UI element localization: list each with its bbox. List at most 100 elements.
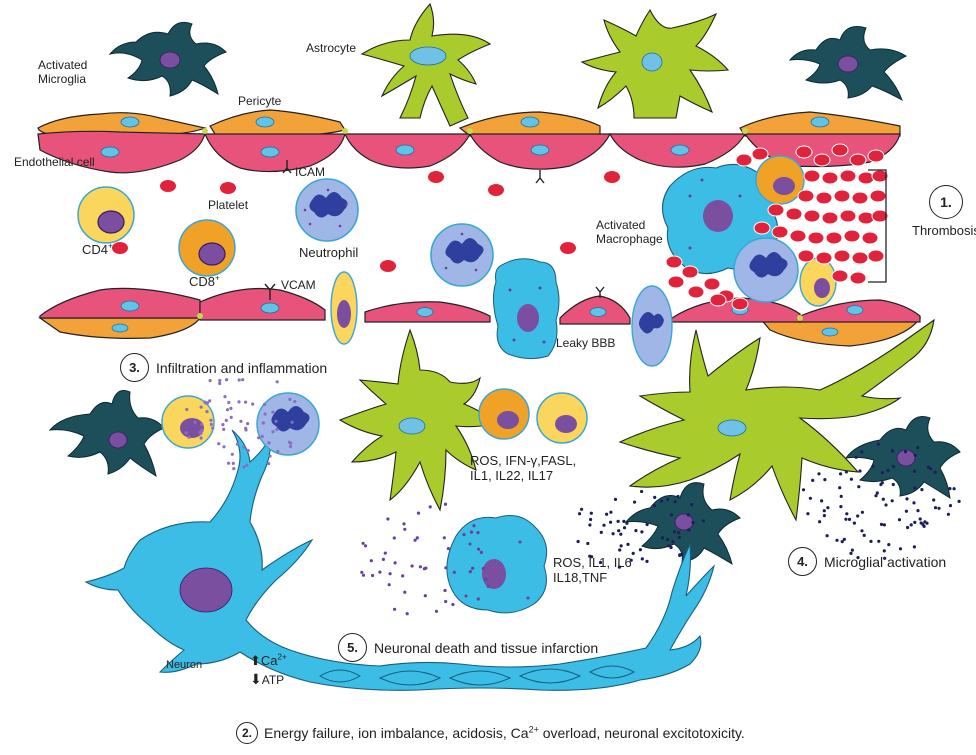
cytokine-dot: [625, 522, 628, 525]
cytokine-dot: [667, 544, 670, 547]
step-1-thrombosis: 1. Thrombosis: [912, 185, 976, 238]
cytokine-dot: [677, 531, 680, 534]
cytokine-dot: [393, 536, 396, 539]
cytokine-dot: [203, 401, 206, 404]
cytokine-dot: [845, 512, 848, 515]
cytokine-dot: [232, 467, 235, 470]
label-activated-macrophage-2: Macrophage: [596, 232, 663, 246]
step-2-number: 2.: [236, 722, 258, 744]
cytokine-dot: [855, 456, 858, 459]
cytokine-dot: [883, 523, 886, 526]
cytokine-dot: [453, 571, 456, 574]
label-platelet: Platelet: [208, 198, 248, 212]
cytokine-dot: [200, 436, 203, 439]
cytokine-dot: [470, 531, 473, 534]
astrocyte-top-center: [362, 4, 490, 126]
cytokine-dot: [949, 504, 952, 507]
cytokine-dot: [590, 512, 593, 515]
cytokine-dot: [614, 498, 617, 501]
cytokine-dot: [386, 517, 389, 520]
step-3-number: 3.: [120, 353, 149, 382]
cytokine-dot: [209, 419, 212, 422]
cytokine-dot: [958, 500, 961, 503]
cytokine-dot: [670, 513, 673, 516]
cytokine-dot: [605, 513, 608, 516]
cytokine-dot: [261, 435, 264, 438]
cytokine-dot: [218, 382, 221, 385]
cytokine-dot: [223, 395, 226, 398]
cytokine-dot: [622, 520, 625, 523]
cytokine-dot: [393, 608, 396, 611]
cytokine-dot: [406, 612, 409, 615]
cytokine-dot: [809, 497, 812, 500]
label-activated-microglia-1: Activated: [38, 58, 87, 72]
cytokine-dot: [444, 566, 447, 569]
cytokine-dot: [424, 594, 427, 597]
cytokine-dot: [919, 517, 922, 520]
cytokine-dot: [210, 423, 213, 426]
step-5-number: 5.: [338, 633, 367, 662]
cytokine-dot: [293, 400, 296, 403]
cytokine-dot: [853, 522, 856, 525]
parenchyma-t-cell-3: [537, 393, 587, 443]
cytokine-dot: [838, 486, 841, 489]
cytokine-dot: [876, 491, 879, 494]
cytokine-dot: [264, 412, 267, 415]
thrombus-neutrophil: [734, 238, 798, 302]
cytokine-dot: [247, 449, 250, 452]
label-neutrophil: Neutrophil: [299, 246, 358, 260]
label-neuron: Neuron: [166, 658, 202, 672]
cytokine-dot: [839, 472, 842, 475]
cytokine-dot: [906, 526, 909, 529]
cytokine-dot: [877, 540, 880, 543]
label-atp-decrease: ⬇ATP: [250, 672, 284, 687]
cytokine-dot: [623, 526, 626, 529]
cytokine-dot: [389, 572, 392, 575]
cytokine-dot: [910, 523, 913, 526]
cytokine-dot: [881, 481, 884, 484]
thrombus-t-cell-2: [800, 258, 836, 306]
cytokine-dot: [388, 583, 391, 586]
cytokine-dot: [471, 567, 474, 570]
cytokine-dot: [820, 499, 823, 502]
label-cd4: CD4+: [82, 243, 113, 257]
cytokine-dot: [912, 501, 915, 504]
cytokine-dot: [586, 542, 589, 545]
cytokine-dot: [244, 427, 247, 430]
cytokine-dot: [444, 600, 447, 603]
microglia-top-right: [790, 27, 906, 101]
cytokine-dot: [271, 430, 274, 433]
cytokine-dot: [823, 478, 826, 481]
cytokine-dot: [861, 511, 864, 514]
cytokine-dot: [185, 431, 188, 434]
cytokine-dot: [263, 403, 266, 406]
cytokine-dot: [880, 523, 883, 526]
cytokine-dot: [267, 441, 270, 444]
cytokine-dot: [378, 571, 381, 574]
cytokine-dot: [229, 407, 232, 410]
label-activated-macrophage-1: Activated: [596, 218, 645, 232]
cytokine-dot: [382, 558, 385, 561]
step-2-energy-failure: 2. Energy failure, ion imbalance, acidos…: [236, 722, 745, 744]
cytokine-dot: [267, 462, 270, 465]
cytokine-dot: [201, 429, 204, 432]
cytokine-dot: [477, 597, 480, 600]
cytokine-dot: [702, 519, 705, 522]
cytokine-dot: [673, 530, 676, 533]
cytokine-dot: [811, 479, 814, 482]
thrombus-t-cell: [756, 156, 804, 204]
cytokine-dot: [222, 428, 225, 431]
cytokine-dot: [892, 465, 895, 468]
cytokine-dot: [913, 470, 916, 473]
cytokine-dot: [226, 408, 229, 411]
cytokine-dot: [276, 450, 279, 453]
cytokine-dot: [620, 544, 623, 547]
parenchyma-macrophage: [447, 516, 547, 613]
neutrophil-transmigrating: [632, 286, 672, 366]
cytokine-dot: [953, 487, 956, 490]
cytokine-dot: [232, 462, 235, 465]
cytokine-dot: [275, 428, 278, 431]
cytokine-dot: [200, 423, 203, 426]
step-3-text: Infiltration and inflammation: [156, 360, 327, 376]
label-cd8: CD8+: [189, 275, 220, 289]
